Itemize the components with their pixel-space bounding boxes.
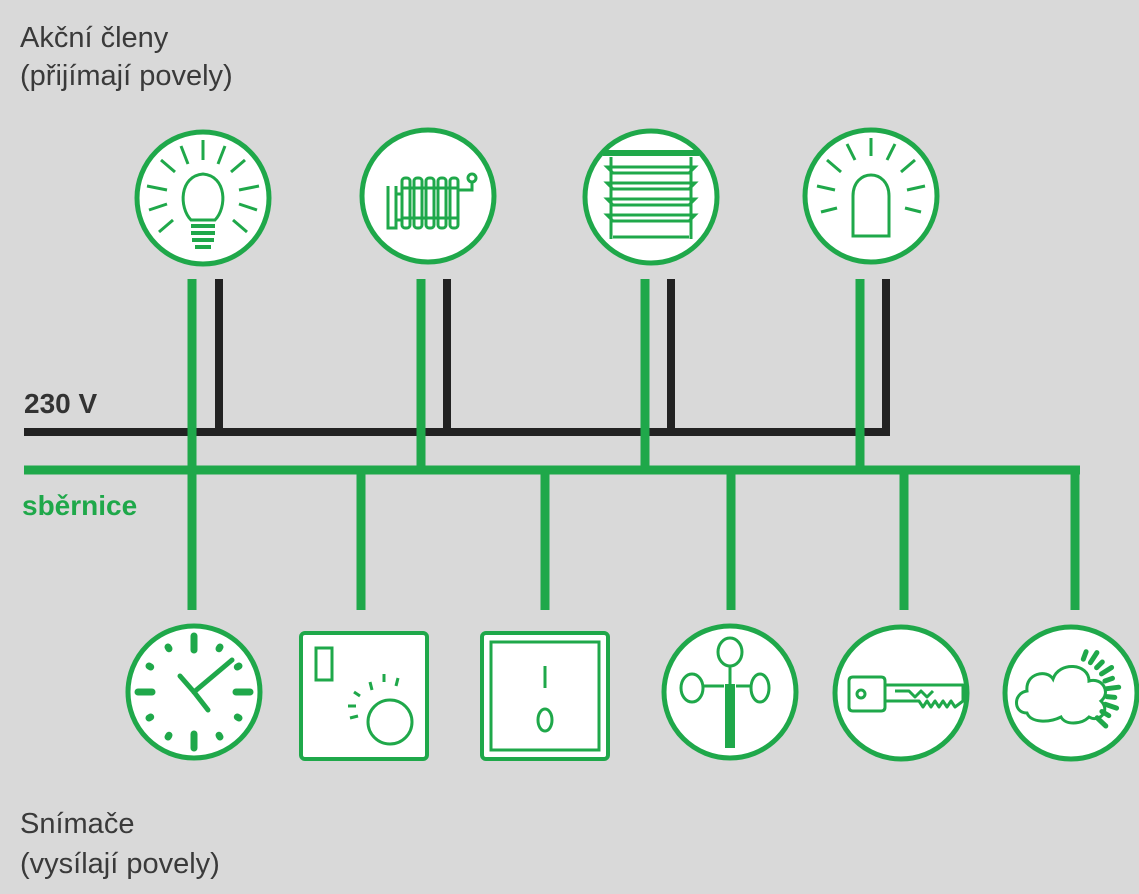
sun-ray	[1080, 649, 1089, 662]
bus-wiring	[24, 279, 1080, 610]
clock-tick	[233, 713, 243, 722]
actuators-subtitle: (přijímají povely)	[20, 60, 233, 92]
window-blinds-icon	[582, 128, 720, 266]
clock-tick	[145, 662, 155, 671]
clock-icon	[125, 623, 263, 761]
weather-sensor-icon	[1002, 624, 1139, 762]
sun-ray	[1104, 684, 1122, 692]
sun-ray	[1102, 675, 1115, 684]
clock-tick	[145, 713, 155, 722]
power-line-label: 230 V	[24, 388, 98, 419]
clock-tick	[215, 731, 224, 741]
power-wiring	[24, 279, 890, 436]
clock-tick	[233, 662, 243, 671]
key-icon	[832, 624, 970, 762]
clock-tick	[215, 643, 224, 653]
clock-tick	[164, 731, 173, 741]
warning-beacon-icon	[802, 127, 940, 265]
clock-tick	[164, 643, 173, 653]
light-bulb-icon	[134, 129, 272, 267]
sun-ray	[1087, 650, 1100, 666]
wall-switch-icon	[480, 631, 610, 761]
sun-ray	[1094, 659, 1105, 671]
sun-ray	[1104, 694, 1118, 700]
bus-line-label: sběrnice	[22, 490, 138, 521]
anemometer-icon	[661, 623, 799, 761]
radiator-icon	[359, 127, 497, 265]
sensors-subtitle: (vysílají povely)	[20, 848, 220, 880]
sun-ray	[1102, 701, 1120, 711]
sun-ray	[1099, 665, 1115, 677]
thermostat-icon	[299, 631, 429, 761]
sensors-title: Snímače	[20, 808, 135, 840]
actuators-title: Akční členy	[20, 22, 169, 54]
